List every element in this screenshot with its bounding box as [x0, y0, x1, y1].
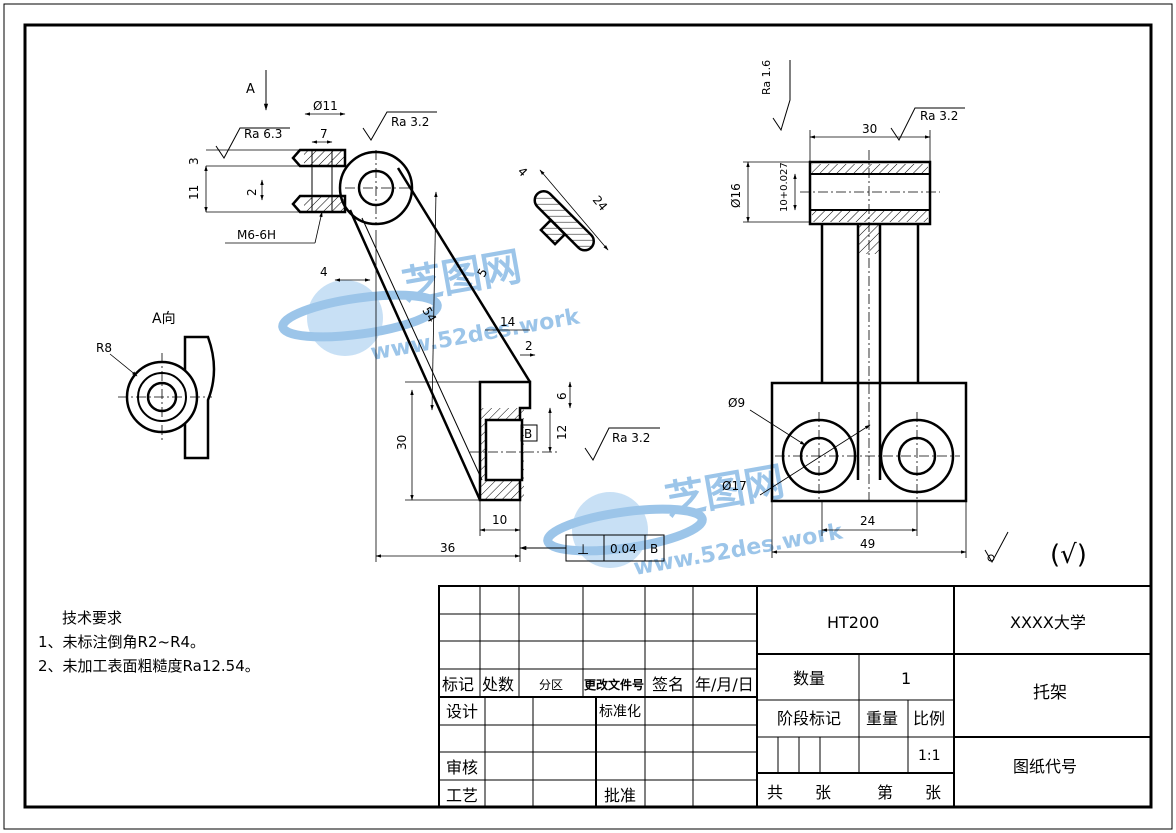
dim-30: 30 — [395, 435, 409, 450]
tb-date: 年/月/日 — [695, 675, 754, 694]
roughness-ra16: Ra 1.6 — [760, 60, 773, 95]
tb-material: HT200 — [827, 613, 879, 632]
tb-scale-label: 比例 — [913, 709, 945, 728]
tolerance-datum: B — [650, 542, 658, 556]
roughness-general: (√) — [1050, 540, 1087, 570]
roughness-ra32-a: Ra 3.2 — [391, 115, 429, 129]
tb-design: 设计 — [446, 702, 478, 721]
roughness-ra32-c: Ra 3.2 — [612, 431, 650, 445]
dim-r8: R8 — [96, 341, 112, 355]
roughness-ra32-b: Ra 3.2 — [920, 109, 958, 123]
tb-total: 共 — [767, 783, 783, 802]
roughness-symbols — [215, 60, 1009, 564]
dim-3: 3 — [187, 157, 201, 165]
drawing-labels: A A向 Ø11 7 3 11 2 M6-6H 4 4 24 5 54 14 2… — [96, 60, 1087, 570]
dim-d16: Ø16 — [729, 183, 743, 208]
section-b-label: B — [524, 427, 532, 441]
tb-mark: 标记 — [442, 675, 474, 694]
side-view-dimensions — [743, 130, 967, 558]
tb-zone: 分区 — [539, 678, 563, 692]
dim-24-rib: 24 — [590, 193, 611, 214]
notes-title: 技术要求 — [62, 609, 123, 627]
dim-d9: Ø9 — [728, 396, 745, 410]
dim-2: 2 — [245, 188, 259, 196]
view-a-title: A向 — [152, 311, 176, 327]
tb-page-sheet: 张 — [925, 783, 941, 802]
dim-4-top: 4 — [515, 164, 530, 179]
dim-6: 6 — [555, 392, 569, 400]
tb-scale-value: 1:1 — [918, 748, 941, 764]
tb-process: 工艺 — [446, 786, 478, 805]
tb-part-name: 托架 — [1033, 683, 1067, 703]
tolerance-value: 0.04 — [610, 542, 637, 556]
dim-30-top: 30 — [862, 122, 877, 136]
tb-weight-label: 重量 — [866, 709, 898, 728]
technical-requirements: 技术要求 1、未标注倒角R2~R4。 2、未加工表面粗糙度Ra12.54。 — [38, 606, 260, 678]
tb-approve: 批准 — [604, 786, 636, 805]
tolerance-symbol: ⊥ — [577, 542, 589, 558]
dim-2b: 2 — [525, 339, 533, 353]
dim-11-left: 11 — [187, 185, 201, 200]
tb-stage-label: 阶段标记 — [777, 709, 841, 728]
title-block — [438, 585, 1152, 808]
dim-49: 49 — [860, 537, 875, 551]
dim-d11: Ø11 — [313, 99, 338, 113]
dim-12: 12 — [555, 425, 569, 440]
tb-standard: 标准化 — [599, 704, 641, 720]
tb-qty-label: 数量 — [793, 669, 825, 688]
dim-10: 10 — [492, 513, 507, 527]
watermark-url: www.52des.work — [369, 304, 583, 366]
tb-sign: 签名 — [652, 675, 684, 694]
view-a — [109, 335, 216, 460]
tb-drawing-no: 图纸代号 — [1013, 757, 1077, 776]
tolerance-frame — [519, 424, 665, 562]
side-view — [770, 150, 968, 503]
tb-doc: 更改文件号 — [584, 677, 644, 692]
dim-10-tol: 10+0.027 — [779, 162, 790, 212]
dim-d17: Ø17 — [722, 479, 747, 493]
dim-14: 14 — [500, 315, 515, 329]
dim-36: 36 — [440, 541, 455, 555]
tb-sheet: 张 — [815, 783, 831, 802]
watermark-brand: 芝图网 — [399, 244, 525, 310]
dim-4-left: 4 — [320, 265, 328, 279]
front-view-dimensions — [204, 112, 609, 562]
tb-count: 处数 — [482, 675, 514, 694]
dim-7: 7 — [320, 127, 328, 141]
notes-item: 1、未标注倒角R2~R4。 — [38, 633, 206, 651]
tb-org: XXXX大学 — [1010, 613, 1086, 632]
title-block-text: 标记 处数 分区 更改文件号 签名 年/月/日 设计 标准化 审核 工艺 批准 … — [442, 613, 1086, 805]
tb-review: 审核 — [446, 758, 478, 777]
dim-54: 54 — [419, 305, 439, 325]
outer-border — [3, 3, 1173, 830]
dim-24: 24 — [860, 514, 875, 528]
view-a-direction: A — [246, 82, 255, 97]
tb-page: 第 — [877, 783, 893, 802]
roughness-ra63: Ra 6.3 — [244, 127, 282, 141]
dim-m6: M6-6H — [237, 228, 276, 242]
tb-qty-value: 1 — [901, 669, 911, 688]
notes-item: 2、未加工表面粗糙度Ra12.54。 — [38, 657, 260, 675]
